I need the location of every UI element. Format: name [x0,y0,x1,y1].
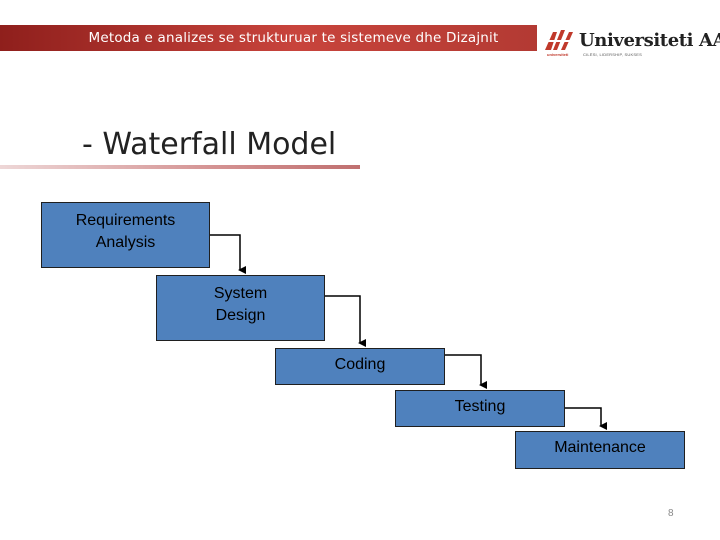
stage-label: Coding [334,355,386,373]
header-title: Metoda e analizes se strukturuar te sist… [88,30,499,46]
stage-label: System Design [213,285,268,324]
stage-system-design: System Design [156,275,325,341]
title-underline [0,165,360,169]
stage-label: Requirements Analysis [75,212,176,251]
university-logo: universiteti Universiteti AAB CILËSI, LI… [543,24,720,62]
connector-1 [210,234,246,274]
logo-name: Universiteti AAB [579,30,720,51]
connector-2 [325,295,366,347]
header-bar: Metoda e analizes se strukturuar te sist… [0,25,537,51]
stage-label: Testing [454,397,506,415]
stage-maintenance: Maintenance [515,431,685,469]
connector-3 [445,354,487,389]
stage-label: Maintenance [554,439,646,457]
stage-requirements-analysis: Requirements Analysis [41,202,210,268]
university-logo-icon [545,30,575,50]
page-number: 8 [668,508,674,519]
stage-testing: Testing [395,390,565,427]
connector-4 [565,407,607,430]
logo-tagline: CILËSI, LIDERSHIP, SUKSES [583,52,642,57]
stage-coding: Coding [275,348,445,385]
logo-small-text: universiteti [547,52,569,57]
slide-title: - Waterfall Model [82,127,337,162]
